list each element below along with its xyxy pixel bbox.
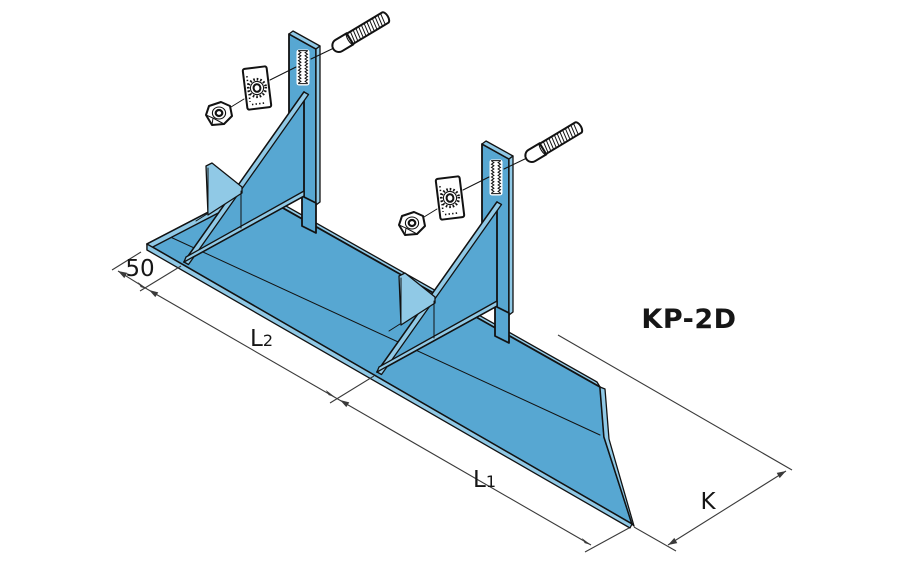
dim-label-L1: L1: [473, 467, 496, 493]
threaded-bolt: [331, 11, 391, 53]
gusset-plate: [183, 91, 310, 266]
support-assembly: [183, 11, 391, 266]
dimensioning: 50 L2 L1 K: [111, 251, 793, 553]
washer-hole: [252, 83, 262, 93]
side-fin: [195, 162, 243, 229]
rail-front-edge: [146, 243, 633, 529]
assembly-axis-line: [230, 46, 337, 108]
bolt-threaded-body: [345, 11, 391, 45]
strap-bottom-tab: [301, 195, 317, 234]
dim-label-50: 50: [125, 256, 154, 282]
dim-arrowheads: [118, 271, 786, 545]
square-washer: [241, 65, 273, 111]
dim-line-L1: [335, 397, 592, 546]
extension-lines: [111, 251, 793, 553]
bolt-threads: [349, 13, 386, 43]
dim-label-L2: L2: [250, 326, 273, 352]
nut-hole: [214, 108, 224, 118]
slot-left-serration: [297, 50, 302, 84]
dim-line-K: [667, 470, 787, 546]
dim-label-K: K: [700, 489, 716, 515]
washer-serration-ring: [246, 77, 268, 99]
bolt-shank: [331, 32, 355, 53]
slot-right-serration: [304, 50, 309, 84]
rail-tail-cut-edge: [599, 386, 635, 527]
gusset-bottom-edge: [183, 190, 305, 263]
product-code-label: KP-2D: [641, 304, 736, 335]
hex-nut: [205, 101, 233, 126]
dim-line-L2: [146, 288, 337, 399]
strap-side-edge: [315, 45, 321, 206]
fin-foot-line: [195, 213, 208, 222]
rail-bend-line: [165, 234, 601, 436]
serrated-slot: [296, 49, 310, 86]
